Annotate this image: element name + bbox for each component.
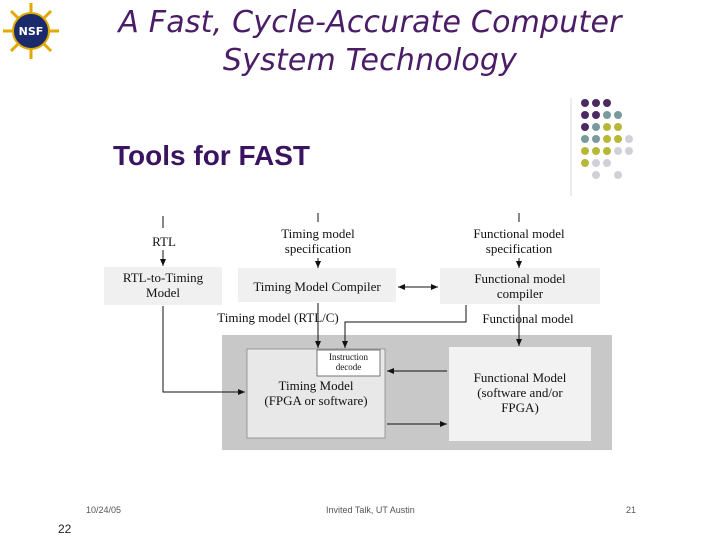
functional-compiler-line2: compiler: [496, 286, 544, 301]
functional-compiler-box: [440, 268, 600, 304]
functional-model-box-line2: (software and/or: [477, 385, 563, 400]
functional-model-box-line1: Functional Model: [473, 370, 567, 385]
functional-to-decode-arrow: [342, 305, 467, 348]
timing-model-box-line2: (FPGA or software): [264, 393, 368, 408]
timing-spec-label: Timing model specification: [250, 226, 386, 256]
instruction-decode-line1: Instruction: [329, 352, 368, 362]
footer-date: 10/24/05: [86, 505, 122, 515]
slide-title: A Fast, Cycle-Accurate Computer System T…: [110, 4, 630, 80]
dot-row-4: [581, 135, 633, 143]
functional-spec-line1: Functional model: [473, 226, 565, 241]
dot-row-5: [581, 147, 633, 155]
timing-model-box-label: Timing Model (FPGA or software): [249, 378, 383, 408]
rtl-label: RTL: [152, 234, 176, 249]
decorative-dot-grid: [568, 96, 640, 196]
rtl-to-timing-box: [104, 267, 222, 305]
nsf-logo: NSF: [2, 2, 60, 60]
section-heading: Tools for FAST: [113, 140, 311, 171]
rtl-to-timing-line1: RTL-to-Timing: [122, 270, 204, 285]
slide-title-line1: A Fast, Cycle-Accurate Computer: [118, 5, 622, 40]
dot-row-1: [581, 99, 611, 107]
functional-spec-label: Functional model specification: [449, 226, 589, 256]
functional-compiler-line1: Functional model: [474, 271, 566, 286]
page-number: 22: [58, 522, 72, 536]
functional-compiler-label: Functional model compiler: [440, 271, 600, 301]
dot-row-6: [581, 159, 611, 167]
timing-compiler-label: Timing Model Compiler: [253, 279, 381, 294]
rtl-to-timing-line2: Model: [146, 285, 180, 300]
timing-spec-line1: Timing model: [281, 226, 355, 241]
functional-model-box: [449, 347, 591, 441]
instruction-decode-box: [316, 349, 381, 377]
functional-spec-line2: specification: [485, 241, 553, 256]
functional-model-box-label: Functional Model (software and/or FPGA): [449, 370, 591, 415]
dot-row-2: [581, 111, 622, 119]
rtl-to-timing-label: RTL-to-Timing Model: [104, 270, 222, 300]
timing-model-rtlc-label: Timing model (RTL/C): [217, 310, 339, 325]
timing-spec-line2: specification: [284, 241, 352, 256]
dot-row-7: [592, 171, 622, 179]
functional-model-output-label: Functional model: [482, 311, 574, 326]
functional-model-box-line3: FPGA): [501, 400, 539, 415]
nsf-logo-text: NSF: [19, 25, 44, 38]
timing-compiler-box: [238, 268, 396, 302]
dot-row-3: [581, 123, 622, 131]
slide-title-line2: System Technology: [222, 43, 518, 78]
instruction-decode-line2: decode: [335, 362, 362, 372]
rtl-timing-to-timing-model-arrow: [162, 306, 245, 395]
timing-model-box-line1: Timing Model: [278, 378, 354, 393]
footer-center: Invited Talk, UT Austin: [326, 505, 415, 515]
footer-slide-number: 21: [626, 505, 637, 515]
instruction-decode-label: Instruction decode: [317, 352, 380, 372]
